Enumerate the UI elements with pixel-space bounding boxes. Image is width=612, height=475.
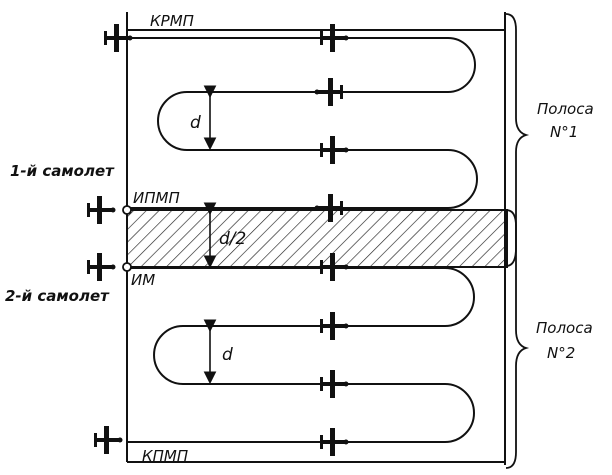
label-band-1-title: Полоса: [537, 100, 594, 118]
label-plane-2: 2-й самолет: [5, 287, 110, 305]
airplane-icon: [320, 136, 349, 164]
label-band-2-title: Полоса: [536, 319, 593, 337]
airplane-icon: [87, 196, 116, 224]
label-kpmp: КПМП: [142, 447, 188, 465]
airplane-icon: [94, 426, 123, 454]
beacon-point-icon: [122, 205, 132, 215]
label-krmp: КРМП: [150, 12, 194, 30]
airplane-icon: [87, 253, 116, 281]
label-plane-1: 1-й самолет: [10, 162, 115, 180]
hatched-zone: [126, 209, 508, 268]
label-band-2-number: N°2: [547, 344, 575, 362]
label-d-top: d: [190, 113, 201, 133]
label-ipmp: ИПМП: [133, 189, 180, 207]
label-im: ИМ: [131, 271, 155, 289]
label-d-bottom: d: [222, 345, 233, 365]
airplane-icon: [314, 78, 343, 106]
airplane-icon: [320, 312, 349, 340]
label-band-1-number: N°1: [550, 123, 578, 141]
brace-band-2: [505, 209, 530, 469]
beacon-point-icon: [122, 262, 132, 272]
airplane-icon: [320, 24, 349, 52]
airplane-icon: [104, 24, 133, 52]
flight-path-upper: [127, 37, 478, 209]
airplane-icon: [320, 428, 349, 456]
label-d-half: d/2: [219, 229, 246, 249]
airplane-icon: [320, 370, 349, 398]
flight-path-lower: [127, 267, 475, 443]
